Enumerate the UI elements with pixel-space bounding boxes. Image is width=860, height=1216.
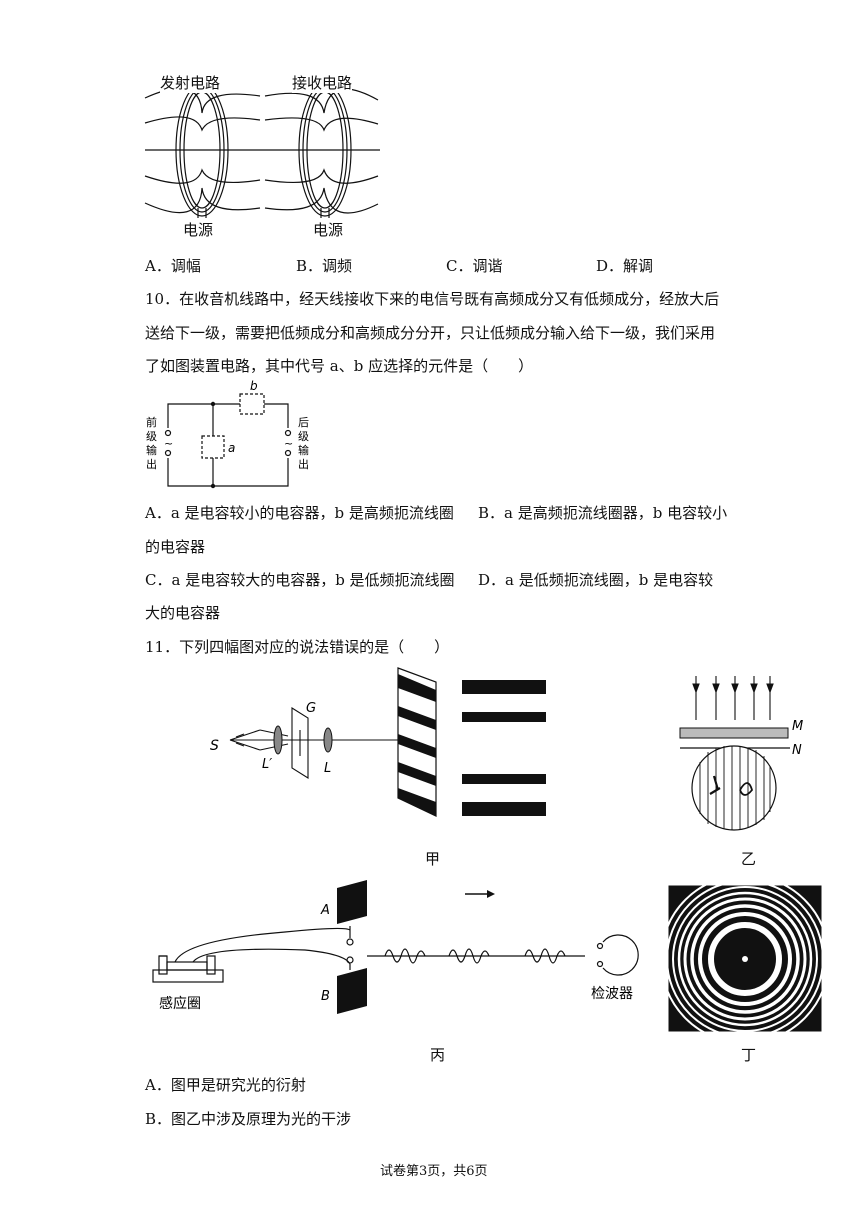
label-source-left: 电源 [183, 221, 214, 239]
fig-bing-caption: 丙 [430, 1046, 446, 1064]
q10-option-a[interactable]: A．a 是电容较小的电容器，b 是高频扼流线圈 [145, 504, 454, 522]
jia-label-L1: L′ [262, 757, 272, 772]
circuit-left-1: 前 [146, 415, 157, 429]
fig-jia-diffraction: S G L′ L [210, 667, 546, 817]
circuit-left-4: 出 [146, 457, 157, 471]
circuit-left-3: 输 [146, 443, 157, 457]
bing-label-B: B [321, 989, 330, 1004]
q9-option-b[interactable]: B．调频 [296, 257, 353, 275]
circuit-tilde-right: ~ [284, 437, 293, 450]
yi-label-M: M [792, 719, 803, 734]
q10-option-d[interactable]: D．a 是低频扼流线圈，b 是电容较 [478, 571, 714, 589]
circuit-label-a: a [228, 441, 235, 455]
label-transmitter: 发射电路 [160, 72, 221, 93]
q10-option-c[interactable]: C．a 是电容较大的电容器，b 是低频扼流线圈 [145, 571, 455, 589]
label-source-right: 电源 [313, 221, 344, 239]
circuit-right-2: 级 [298, 430, 309, 443]
q9-option-c[interactable]: C．调谐 [446, 257, 503, 275]
circuit-tilde-left: ~ [164, 437, 173, 450]
filter-circuit: b a ~ ~ 前 级 输 出 后 级 输 出 [146, 379, 309, 489]
fig-bing-hertz: A B 感应圈 检波器 [152, 880, 639, 1014]
q11-stem: 11．下列四幅图对应的说法错误的是（ ） [145, 638, 450, 656]
circuit-right-3: 输 [298, 443, 309, 457]
q10-option-d-cont: 大的电容器 [145, 604, 221, 622]
label-receiver: 接收电路 [292, 72, 353, 93]
yi-label-N: N [792, 743, 802, 758]
fig-ding-caption: 丁 [741, 1046, 757, 1064]
q11-option-a[interactable]: A．图甲是研究光的衍射 [145, 1076, 306, 1094]
jia-label-G: G [306, 701, 316, 716]
fig-ding-rings [660, 874, 830, 1044]
fig-jia-caption: 甲 [425, 850, 441, 868]
circuit-label-b: b [250, 379, 258, 393]
page-footer: 试卷第3页，共6页 [380, 1164, 488, 1179]
circuit-left-2: 级 [146, 430, 157, 443]
q9-option-d[interactable]: D．解调 [596, 257, 654, 275]
q10-stem-line-2: 送给下一级，需要把低频成分和高频成分分开，只让低频成分输入给下一级，我们采用 [145, 324, 716, 342]
circuit-right-1: 后 [298, 416, 309, 429]
bing-label-detector: 检波器 [591, 986, 633, 1002]
bing-label-coil: 感应圈 [159, 995, 201, 1012]
circuit-right-4: 出 [298, 457, 309, 471]
q10-option-b[interactable]: B．a 是高频扼流线圈器，b 电容较小 [478, 504, 728, 522]
q11-option-b[interactable]: B．图乙中涉及原理为光的干涉 [145, 1110, 352, 1128]
bing-label-A: A [320, 903, 330, 918]
jia-label-S: S [210, 738, 219, 754]
coil-diagram [144, 83, 380, 218]
q9-option-a[interactable]: A．调幅 [145, 257, 201, 275]
fig-yi-caption: 乙 [741, 850, 757, 868]
q10-stem-line-1: 10．在收音机线路中，经天线接收下来的电信号既有高频成分又有低频成分，经放大后 [145, 290, 720, 308]
jia-label-L: L [324, 761, 331, 776]
fig-yi-thin-film: M N [679, 676, 803, 831]
q10-stem-line-3: 了如图装置电路，其中代号 a、b 应选择的元件是（ ） [145, 357, 534, 375]
q10-option-b-cont: 的电容器 [145, 538, 206, 556]
